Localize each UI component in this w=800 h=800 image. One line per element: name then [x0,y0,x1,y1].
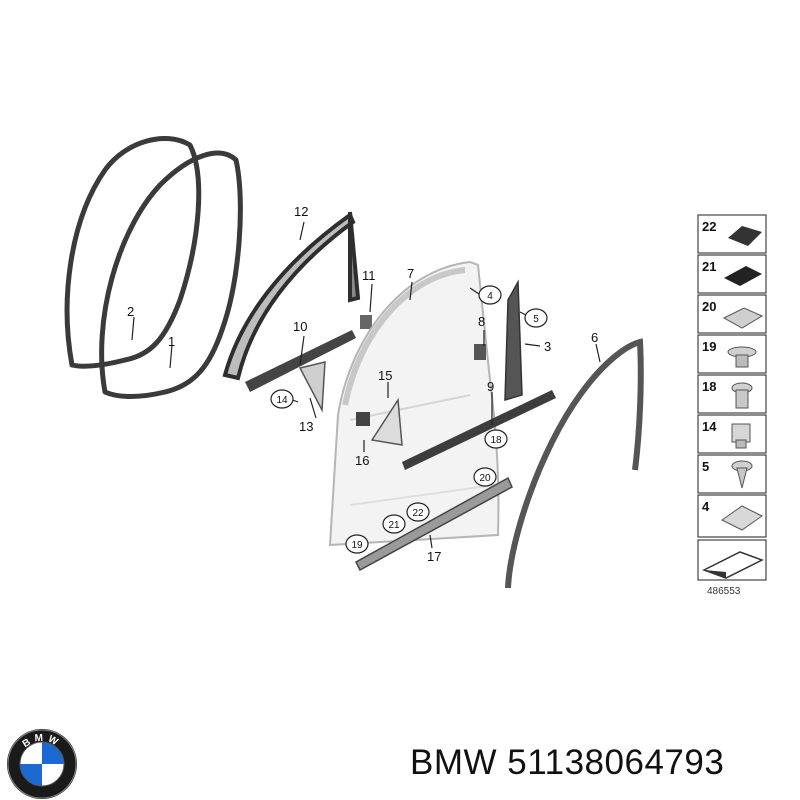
reference-number: 486553 [707,586,741,597]
callout-6: 6 [591,330,598,345]
door-seal-inner [99,150,243,399]
sill-strip-17 [355,476,513,572]
belt-strip-9 [402,390,556,470]
parts-legend: 22 21 20 19 18 14 [697,214,767,597]
callout-15: 15 [378,368,392,383]
callout-10: 10 [293,319,307,334]
svg-text:20: 20 [479,473,491,484]
svg-text:20: 20 [702,299,716,314]
circled-callout-4: 4 [478,285,502,305]
circled-callout-20: 20 [473,467,497,487]
svg-text:21: 21 [388,520,400,531]
callout-1: 1 [168,334,175,349]
legend-item-5: 5 [697,454,767,494]
svg-text:5: 5 [702,459,709,474]
circled-callout-22: 22 [406,502,430,522]
caption-brand: BMW [410,743,498,782]
door-panel [328,260,500,547]
legend-item-19: 19 [697,334,767,374]
callout-7: 7 [407,266,414,281]
svg-text:18: 18 [702,379,716,394]
circled-callout-19: 19 [345,534,369,554]
svg-text:14: 14 [702,419,717,434]
bracket-8 [474,344,486,360]
callout-17: 17 [427,549,441,564]
circled-callout-21: 21 [382,514,406,534]
callout-12: 12 [294,204,308,219]
callout-16: 16 [355,453,369,468]
legend-item-14: 14 [697,414,767,454]
outer-seal-6 [505,338,644,589]
bmw-logo: BMW [7,729,77,799]
caption-part-number: 51138064793 [507,743,725,782]
svg-text:21: 21 [702,259,716,274]
callout-3: 3 [544,339,551,354]
svg-text:22: 22 [702,219,716,234]
leader-lines [131,221,601,549]
circled-callout-5: 5 [524,308,548,328]
svg-text:18: 18 [490,435,502,446]
circled-callout-18: 18 [484,429,508,449]
legend-item-21: 21 [697,254,767,294]
trim-16 [356,412,370,426]
svg-text:22: 22 [412,508,424,519]
svg-text:4: 4 [702,499,710,514]
frame-trim-12 [222,211,361,381]
legend-item-20: 20 [697,294,767,334]
callout-8: 8 [478,314,485,329]
door-seal-outer [64,136,202,369]
svg-text:14: 14 [276,395,288,406]
callout-9: 9 [487,379,494,394]
svg-text:5: 5 [533,314,539,325]
svg-text:19: 19 [702,339,716,354]
part-caption: BMW 51138064793 [410,743,724,783]
svg-text:19: 19 [351,540,363,551]
callout-13: 13 [299,419,313,434]
legend-item-18: 18 [697,374,767,414]
callout-2: 2 [127,304,134,319]
legend-item-4: 4 [697,494,767,538]
circled-callout-14: 14 [270,389,294,409]
trim-15 [370,397,403,446]
clip-11 [360,315,372,329]
legend-item-22: 22 [697,214,767,254]
svg-text:4: 4 [487,291,493,302]
mirror-trim-13 [298,361,326,413]
legend-arrow-box [697,539,767,581]
pillar-trim-3 [504,279,523,402]
callout-11: 11 [362,268,376,283]
